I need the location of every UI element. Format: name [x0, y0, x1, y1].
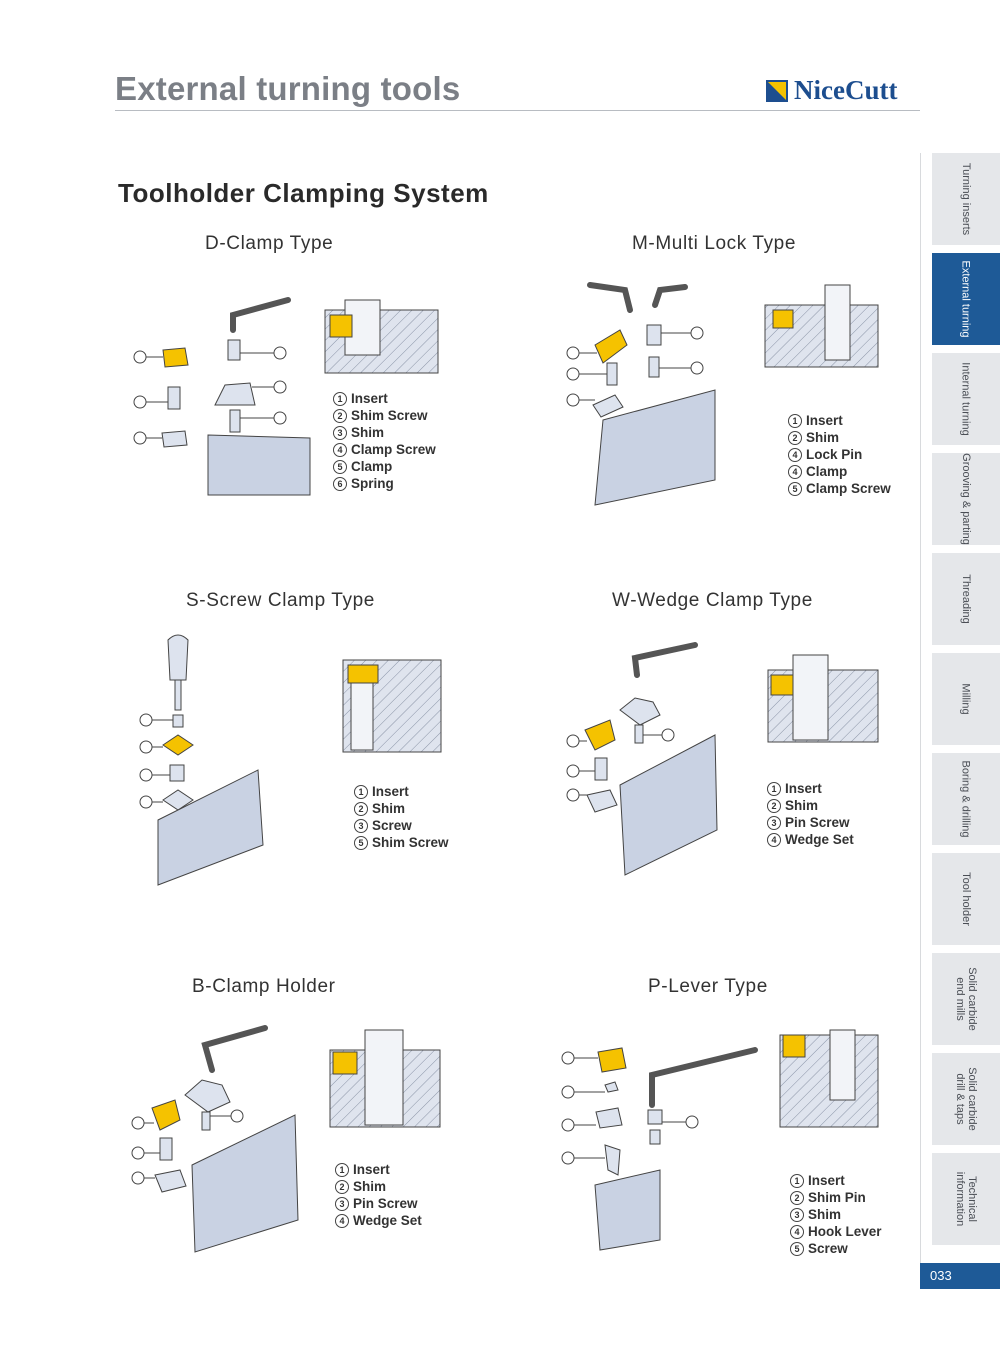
sidebar-tab-technical-information[interactable]: Technical information [932, 1153, 1000, 1245]
sidebar-tab-grooving-parting[interactable]: Grooving & parting [932, 453, 1000, 545]
section-heading: Toolholder Clamping System [118, 178, 489, 208]
p-lever-exploded-diagram [561, 1047, 758, 1251]
panel-title: W-Wedge Clamp Type [612, 590, 813, 611]
page-number: 033 [920, 1263, 1000, 1289]
panel-title: B-Clamp Holder [192, 976, 336, 997]
sidebar-tab-external-turning[interactable]: External turning [932, 253, 1000, 345]
m-multi-lock-exploded-diagram [566, 282, 716, 506]
b-clamp-holder-cross-section [329, 1029, 441, 1128]
sidebar-tab-internal-turning[interactable]: Internal turning [932, 353, 1000, 445]
sidebar-tab-tool-holder[interactable]: Tool holder [932, 853, 1000, 945]
sidebar-tab-milling[interactable]: Milling [932, 653, 1000, 745]
sidebar-divider [920, 153, 921, 1263]
brand-logo-icon [766, 79, 788, 102]
brand-name: NiceCutt [794, 75, 898, 105]
sidebar-tab-threading[interactable]: Threading [932, 553, 1000, 645]
panel-title: P-Lever Type [648, 976, 768, 997]
d-clamp-exploded-diagram [133, 297, 311, 496]
sidebar-tab-boring-drilling[interactable]: Boring & drilling [932, 753, 1000, 845]
w-wedge-clamp-exploded-diagram [566, 642, 718, 876]
page-title: External turning tools [115, 70, 461, 107]
sidebar-tab-solid-carbide-end-mills[interactable]: Solid carbide end mills [932, 953, 1000, 1045]
p-lever-cross-section [779, 1029, 879, 1128]
title-divider [115, 110, 920, 111]
m-multi-lock-cross-section [764, 284, 879, 368]
w-wedge-clamp-cross-section [767, 654, 879, 743]
s-screw-clamp-cross-section [342, 659, 442, 753]
sidebar-tab-solid-carbide-drill-taps[interactable]: Solid carbide drill & taps [932, 1053, 1000, 1145]
d-clamp-cross-section [324, 299, 439, 374]
b-clamp-holder-exploded-diagram [131, 1025, 299, 1253]
panel-title: M-Multi Lock Type [632, 233, 797, 254]
panel-title: D-Clamp Type [205, 233, 334, 254]
brand: NiceCutt [766, 75, 897, 106]
s-screw-clamp-exploded-diagram [139, 634, 264, 886]
sidebar-tab-turning-inserts[interactable]: Turning inserts [932, 153, 1000, 245]
panel-title: S-Screw Clamp Type [186, 590, 375, 611]
